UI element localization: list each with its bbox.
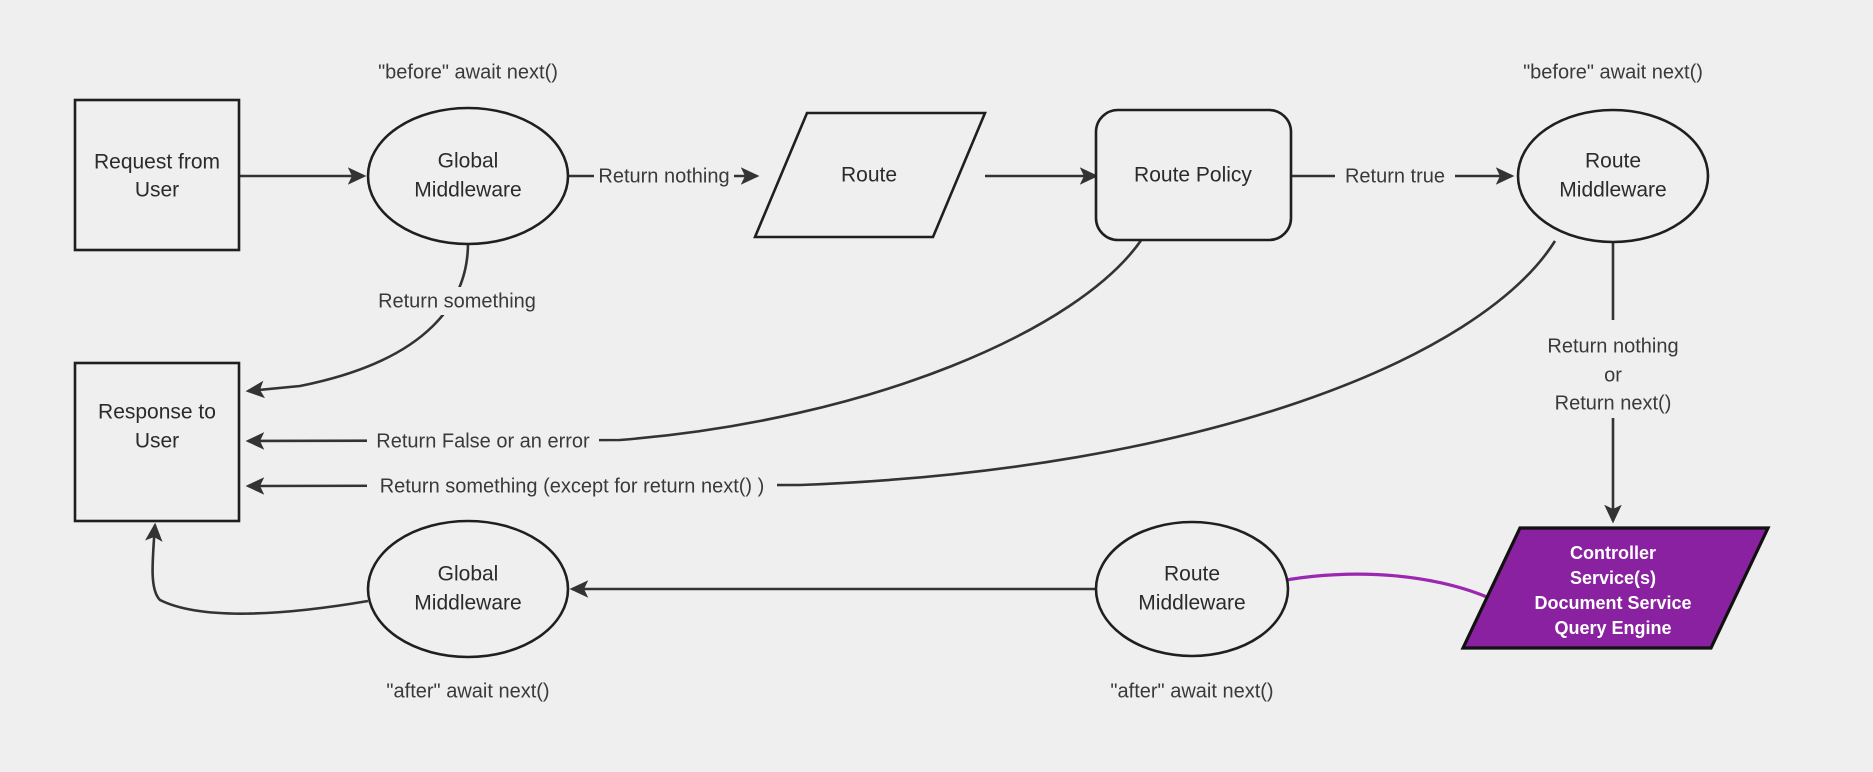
annotation-before-global-middleware: "before" await next(): [378, 61, 558, 83]
node-controller-services-label-line1: Controller: [1570, 543, 1656, 563]
node-route-middleware-before-label-line1: Route: [1585, 150, 1641, 173]
node-route-middleware-after-label-line1: Route: [1164, 563, 1220, 586]
edge-label-return-nothing: Return nothing: [598, 165, 729, 187]
edge-label-bg-return-nothing-or-next: [1528, 324, 1700, 416]
edge-label-bg-return-true: [1335, 162, 1455, 190]
node-request-from-user[interactable]: Request from User: [73, 98, 241, 252]
edge-label-return-something-except-next: Return something (except for return next…: [380, 475, 765, 497]
edge-global-middleware-return-something: [245, 242, 470, 399]
node-route-label: Route: [841, 164, 897, 187]
node-response-to-user-label-line1: Response to: [98, 401, 216, 424]
node-route[interactable]: Route: [753, 111, 987, 239]
node-global-middleware-after-label-line2: Middleware: [414, 592, 521, 615]
node-route-shape: [753, 111, 987, 239]
node-response-to-user-shape: [73, 361, 241, 523]
node-route-middleware-before[interactable]: Route Middleware: [1516, 108, 1710, 244]
edge-label-return-something: Return something: [378, 290, 536, 312]
edge-label-return-nothing-or-next-line2: or: [1604, 364, 1622, 386]
node-controller-services-label-line4: Query Engine: [1554, 618, 1671, 638]
node-global-middleware-before-label-line1: Global: [438, 150, 499, 173]
edge-label-return-false-or-error: Return False or an error: [376, 430, 590, 452]
edge-label-bg-return-something: [365, 287, 540, 315]
node-response-to-user[interactable]: Response to User: [73, 361, 241, 523]
node-global-middleware-after-shape: [366, 519, 570, 659]
node-controller-services-label-line2: Service(s): [1570, 568, 1656, 588]
edge-global-middleware-after-to-response: [145, 522, 369, 615]
node-route-middleware-before-label-line2: Middleware: [1559, 179, 1666, 202]
annotation-after-route-middleware: "after" await next(): [1110, 680, 1273, 702]
node-route-middleware-after-shape: [1094, 520, 1290, 658]
edge-route-middleware-return-something: [245, 240, 1557, 495]
node-global-middleware-before-shape: [366, 106, 570, 246]
node-global-middleware-after[interactable]: Global Middleware: [366, 519, 570, 659]
node-controller-services-shape: [1460, 526, 1771, 650]
node-request-from-user-shape: [73, 98, 241, 252]
node-controller-services[interactable]: Controller Service(s) Document Service Q…: [1460, 526, 1771, 650]
node-route-middleware-before-shape: [1516, 108, 1710, 244]
node-global-middleware-before-label-line2: Middleware: [414, 179, 521, 202]
node-controller-services-label-line3: Document Service: [1534, 593, 1691, 613]
node-request-from-user-label-line1: Request from: [94, 151, 220, 174]
annotation-before-route-middleware: "before" await next(): [1523, 61, 1703, 83]
node-route-policy[interactable]: Route Policy: [1094, 108, 1293, 242]
node-route-middleware-after-label-line2: Middleware: [1138, 592, 1245, 615]
node-response-to-user-label-line2: User: [135, 430, 179, 453]
edge-label-return-true: Return true: [1345, 165, 1445, 187]
edge-route-policy-return-false: [245, 238, 1144, 450]
edge-label-bg-return-false: [367, 427, 599, 455]
annotation-after-global-middleware: "after" await next(): [386, 680, 549, 702]
node-global-middleware-before[interactable]: Global Middleware: [366, 106, 570, 246]
node-global-middleware-after-label-line1: Global: [438, 563, 499, 586]
edge-label-return-nothing-or-next-line1: Return nothing: [1547, 335, 1678, 357]
node-route-policy-label: Route Policy: [1134, 164, 1252, 187]
edge-label-bg-return-something-except: [367, 472, 777, 500]
node-route-policy-shape: [1094, 108, 1293, 242]
node-route-middleware-after[interactable]: Route Middleware: [1094, 520, 1290, 658]
edge-label-return-nothing-or-next-line3: Return next(): [1555, 392, 1672, 414]
node-request-from-user-label-line2: User: [135, 179, 179, 202]
edge-label-bg-return-nothing: [594, 162, 734, 190]
